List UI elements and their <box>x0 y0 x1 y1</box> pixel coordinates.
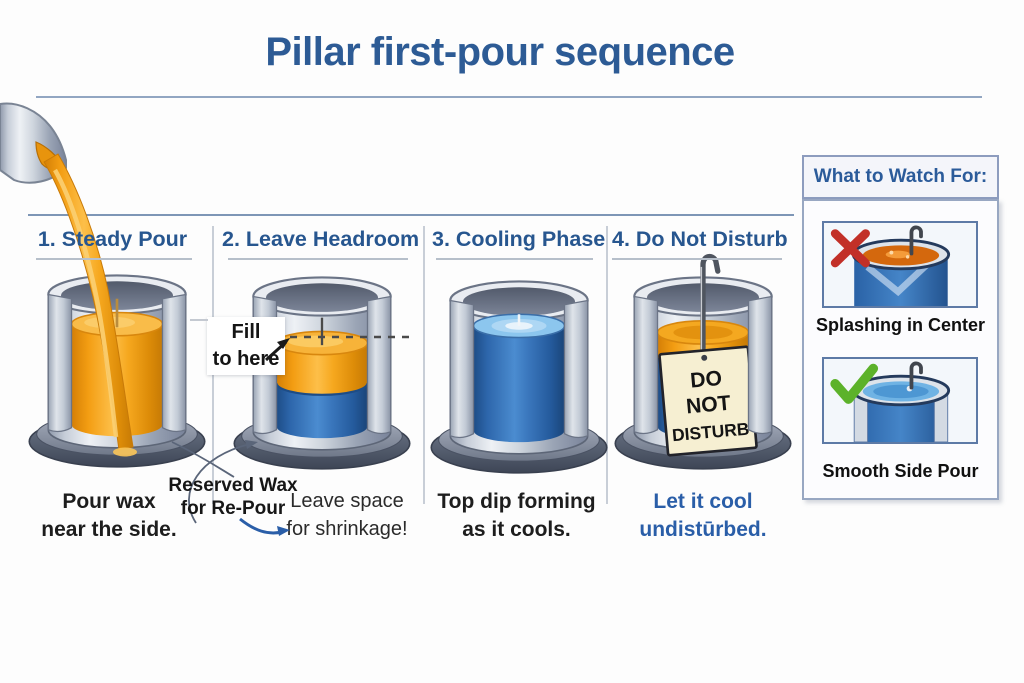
hook-wire-icon <box>700 253 721 367</box>
mold-illustration-step-1 <box>28 274 206 468</box>
watch-for-thumb-smooth <box>822 357 978 444</box>
step-1-caption: Pour wax near the side. <box>41 490 177 541</box>
column-divider-2 <box>423 226 425 504</box>
step-1-header: 1. Steady Pour <box>37 227 188 251</box>
watch-for-label-smooth: Smooth Side Pour <box>822 461 979 481</box>
step-2-caption: Leave space for shrinkage! <box>286 490 408 540</box>
step-4-underline <box>612 258 782 260</box>
mold-illustration-step-3 <box>430 280 608 474</box>
step-2-underline <box>228 258 408 260</box>
page-title: Pillar first-pour sequence <box>265 30 735 74</box>
green-check-icon <box>830 363 879 404</box>
step-3-underline <box>436 258 593 260</box>
hook-wire-icon <box>909 361 923 390</box>
step-4-header: 4. Do Not Disturb <box>612 227 788 251</box>
watch-for-thumb-splashing <box>822 221 978 308</box>
title-divider <box>36 96 982 98</box>
pouring-pitcher-illustration <box>0 102 137 457</box>
fill-to-here-label: Fill to here <box>207 317 285 375</box>
watch-for-label-splashing: Splashing in Center <box>815 315 986 335</box>
step-3-header: 3. Cooling Phase <box>432 227 606 251</box>
step-1-underline <box>36 258 192 260</box>
step-4-caption: Let it cool undistūrbed. <box>639 490 767 541</box>
svg-text:DO: DO <box>689 367 723 393</box>
svg-text:NOT: NOT <box>685 392 732 419</box>
mold-illustration-step-4: DO NOT DISTURB <box>614 253 792 470</box>
reserved-wax-label: Reserved Wax for Re-Pour <box>168 475 298 519</box>
steps-top-divider <box>28 214 794 216</box>
step-3-caption: Top dip forming as it cools. <box>437 490 596 541</box>
red-x-icon <box>830 229 870 268</box>
hook-wire-icon <box>909 225 923 256</box>
step-2-header: 2. Leave Headroom <box>222 227 420 251</box>
do-not-disturb-tag: DO NOT DISTURB <box>658 345 758 457</box>
column-divider-3 <box>606 226 608 504</box>
mold-illustration-step-2 <box>233 276 411 470</box>
watch-for-header: What to Watch For: <box>802 155 999 199</box>
